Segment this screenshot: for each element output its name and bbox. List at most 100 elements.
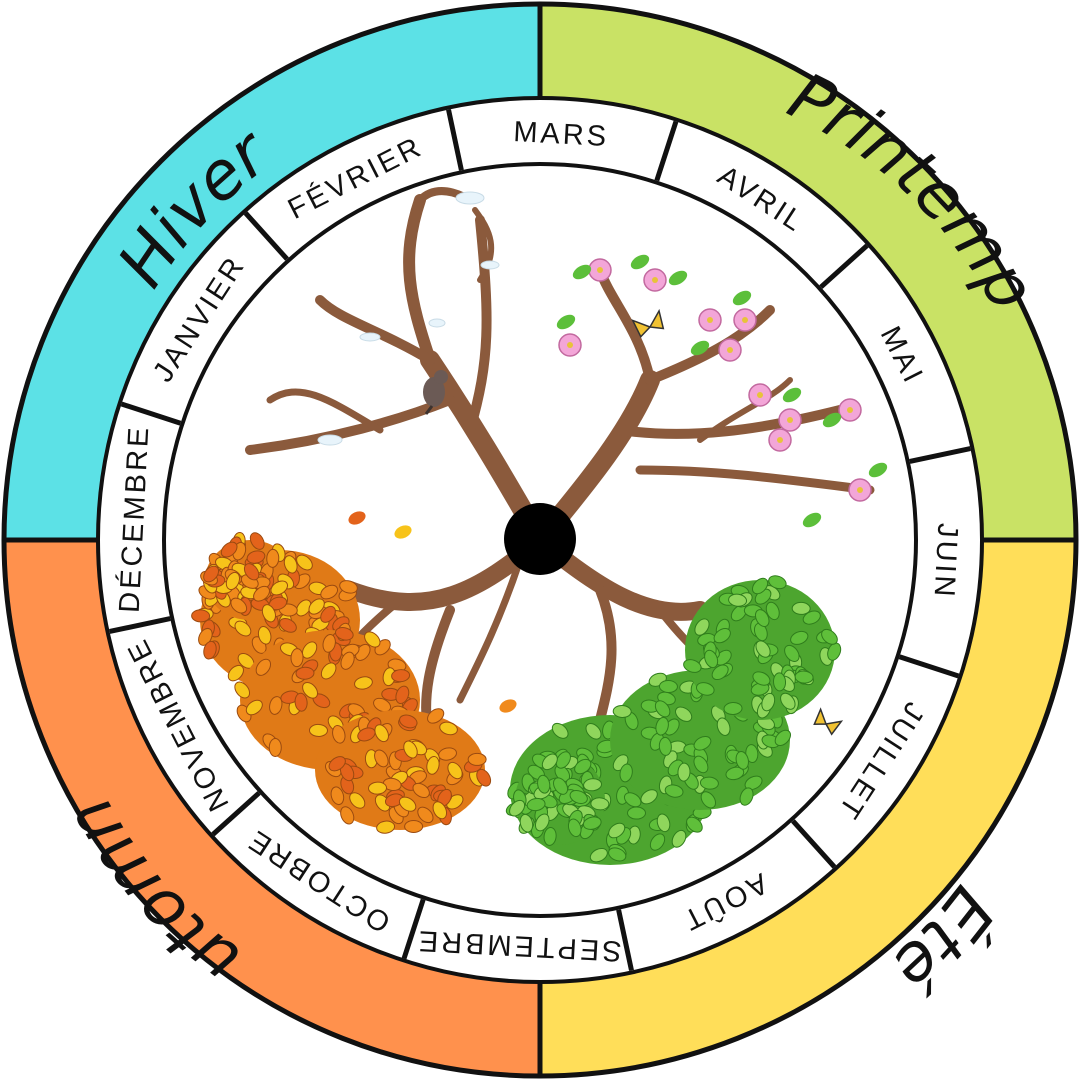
summer-leaf (654, 700, 671, 718)
tree-branch (315, 295, 435, 365)
tree-branch (595, 585, 617, 725)
summer-leaf (728, 593, 748, 607)
summer-leaf (541, 753, 558, 771)
autumn-leaf (295, 666, 315, 680)
autumn-leaf (295, 599, 312, 617)
autumn-leaf (230, 597, 248, 614)
month-divider (616, 909, 634, 971)
autumn-leaf (283, 555, 298, 574)
summer-leaf (589, 847, 608, 863)
snow-cap (317, 434, 343, 446)
snow-cap (480, 260, 500, 270)
tree-branch (403, 194, 436, 366)
autumn-leaf (373, 697, 392, 713)
autumn-leaf (257, 625, 272, 645)
summer-leaf (590, 797, 610, 811)
autumn-leaf (328, 756, 346, 772)
month-divider (446, 109, 464, 171)
autumn-leaf (290, 648, 304, 668)
summer-leaf (821, 628, 838, 645)
snow-cap (455, 191, 485, 205)
summer-leaf (509, 799, 526, 817)
autumn-leaf (417, 806, 434, 824)
falling-leaf (394, 525, 412, 539)
autumn-leaf (253, 585, 270, 602)
autumn-leaf (374, 724, 389, 743)
month-ticks (109, 109, 971, 971)
summer-leaf (754, 609, 770, 628)
bird-icon (423, 370, 448, 415)
autumn-leaf (296, 554, 313, 571)
summer-leaf (664, 784, 684, 798)
autumn-leaf (191, 609, 211, 623)
summer-leaf (553, 777, 569, 795)
summer-leaf (526, 797, 546, 812)
autumn-leaf (368, 781, 388, 795)
summer-leaf (619, 763, 633, 783)
summer-leaf (802, 610, 821, 625)
summer-leaf (686, 816, 703, 833)
summer-leaf (784, 644, 800, 662)
autumn-leaf (376, 820, 396, 834)
summer-leaf (585, 723, 602, 740)
spring-leaf (802, 512, 822, 528)
spring-leaf (556, 314, 576, 330)
summer-leaf (640, 789, 658, 805)
summer-leaf (658, 679, 678, 693)
summer-leaf (790, 630, 809, 645)
summer-leaf (608, 822, 626, 839)
tree-branch (635, 465, 875, 495)
summer-leaf (583, 778, 603, 792)
autumn-leaf (320, 662, 337, 680)
autumn-leaf (334, 627, 354, 641)
summer-leaf (612, 704, 632, 718)
summer-leaf (695, 682, 715, 696)
tree-branch (645, 305, 775, 385)
month-divider (909, 446, 971, 464)
summer-leaf (693, 735, 712, 751)
autumn-leaf (261, 604, 276, 623)
summer-leaf (656, 813, 671, 833)
summer-leaf (768, 575, 787, 590)
autumn-leaf (269, 696, 283, 715)
summer-leaf (683, 659, 702, 673)
month-divider (654, 120, 679, 182)
summer-leaf (519, 813, 534, 833)
summer-leaf (623, 792, 642, 808)
summer-leaf (753, 622, 768, 642)
summer-leaf (675, 706, 693, 722)
snow-caps (317, 191, 500, 446)
summer-leaf (655, 716, 669, 736)
tree-branch (615, 405, 845, 439)
autumn-leaf (234, 681, 251, 699)
autumn-leaf (203, 565, 220, 583)
summer-leaf (569, 789, 588, 804)
summer-leaf (761, 692, 776, 712)
autumn-leaf (330, 786, 345, 806)
autumn-leaf (203, 640, 217, 660)
autumn-leaf (198, 627, 213, 646)
autumn-leaf (438, 747, 457, 761)
autumn-leaf (294, 692, 308, 712)
autumn-leaf (467, 752, 487, 766)
month-divider (211, 791, 261, 837)
month-divider (791, 819, 837, 869)
summer-leaf (752, 671, 771, 686)
falling-leaf (499, 699, 517, 713)
summer-leaf (780, 692, 796, 710)
autumn-leaf (245, 699, 263, 716)
autumn-leaf (302, 681, 319, 699)
falling-leaf (348, 511, 366, 525)
summer-leaf (735, 750, 749, 770)
summer-leaf (649, 833, 666, 851)
tree-branch (266, 388, 384, 434)
butterfly-icon (631, 308, 665, 339)
tree-branch (456, 556, 524, 704)
autumn-leaf (220, 541, 238, 558)
autumn-leaf (301, 641, 318, 659)
summer-leaf (543, 826, 557, 846)
summer-leaf (555, 751, 571, 769)
autumn-leaf (332, 724, 346, 744)
tree-branch (697, 377, 793, 443)
summer-leaf (567, 818, 582, 838)
